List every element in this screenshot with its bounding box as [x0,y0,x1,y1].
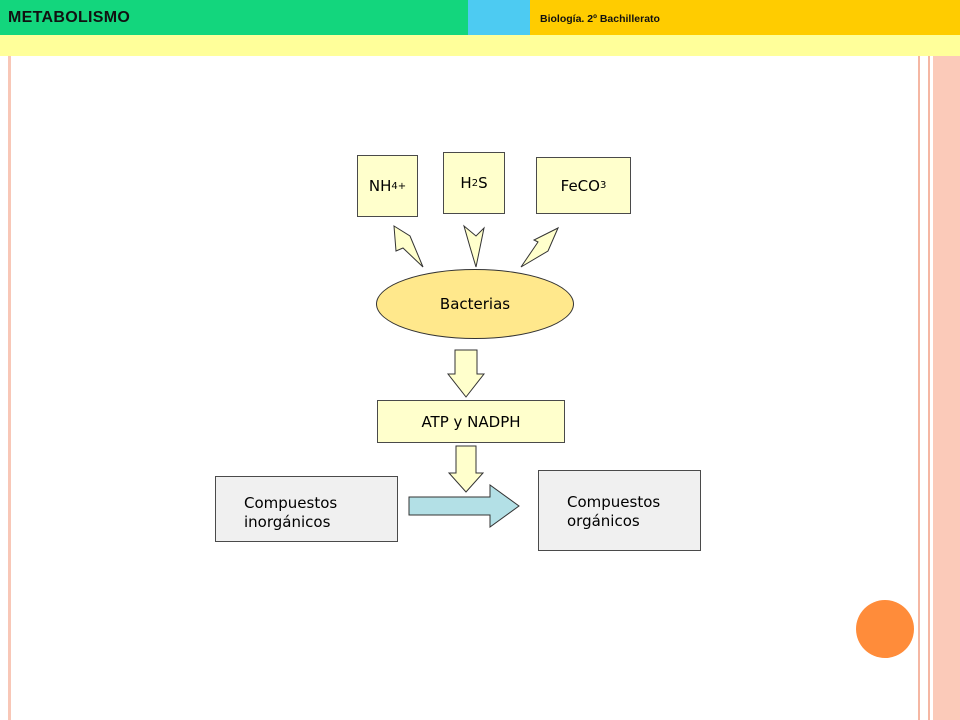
h2s-post: S [478,174,488,192]
decorative-circle [856,600,914,658]
h2s-subscript: 2 [471,177,479,189]
nh4-subscript: 4 [391,180,398,192]
nh4-superscript: + [397,180,407,192]
bacteria-ellipse: Bacterias [376,269,574,339]
header-strip [0,35,960,56]
atp-nadph-box: ATP y NADPH [377,400,565,443]
atp-nadph-label: ATP y NADPH [421,412,521,431]
left-border-line [8,56,11,720]
header-title-bar: METABOLISMO [0,0,468,35]
right-border-gap [930,56,933,720]
right-border-band [933,56,960,720]
page-title: METABOLISMO [8,9,131,26]
arrow-nh4-to-bacteria [393,225,424,268]
h2s-pre: H [460,174,472,192]
organic-line2: orgánicos [567,512,640,530]
organic-line1: Compuestos [567,493,661,511]
arrow-bacteria-to-atp [446,349,486,398]
arrow-h2s-to-bacteria [463,224,485,268]
arrow-inorganic-to-organic [408,484,520,528]
right-border-line [928,56,930,720]
feco3-base: FeCO [560,176,600,195]
right-border-line [918,56,920,720]
bacteria-label: Bacterias [439,295,511,313]
nh4-base: NH [368,177,392,195]
page-subtitle: Biología. 2º Bachillerato [540,13,660,25]
inorganic-compounds-box: Compuestos inorgánicos [215,476,398,542]
header-accent-block [468,0,530,35]
feco3-subscript: 3 [599,180,607,191]
header-subtitle-bar [530,0,960,35]
arrow-atp-to-conversion [447,445,485,493]
inorganic-line2: inorgánicos [244,513,331,531]
arrow-feco3-to-bacteria [520,226,560,268]
inorganic-line1: Compuestos [244,494,338,512]
right-border-gap [920,56,928,720]
organic-compounds-box: Compuestos orgánicos [538,470,701,551]
